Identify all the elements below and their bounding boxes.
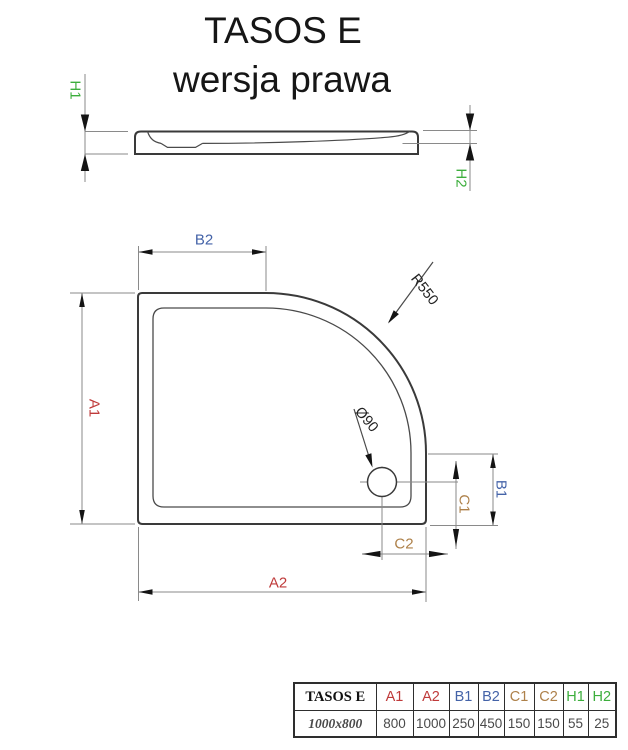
leader-drain-line: [353, 408, 372, 464]
spec-table-value-h2: 25: [587, 710, 617, 738]
spec-table-header-a2: A2: [412, 682, 450, 711]
spec-table-header-c2: C2: [533, 682, 564, 711]
spec-table-value-h1: 55: [562, 710, 589, 738]
spec-table-header-b2: B2: [477, 682, 505, 711]
top-view-outer-outline: [137, 292, 427, 525]
dim-c2-geometry: [362, 550, 448, 558]
dim-a1-arrow-bottom: [79, 510, 85, 524]
spec-table-value-a1: 800: [375, 710, 414, 738]
dim-h2-arrow-bottom: [465, 143, 475, 161]
spec-table-header-b1: B1: [448, 682, 479, 711]
top-view-inner-outline: [152, 307, 412, 508]
dim-c1-arrow-top: [452, 461, 460, 479]
dim-label-b2: B2: [194, 231, 214, 249]
dim-h2-geometry: [402, 105, 477, 191]
dim-c1-geometry: [452, 461, 460, 549]
dim-label-c2: C2: [394, 535, 414, 553]
spec-table-header-row: TASOS E A1 A2 B1 B2 C1 C2 H1 H2: [293, 682, 617, 711]
dim-h2-arrow-top: [465, 113, 475, 131]
dim-c2-arrow-left: [362, 550, 381, 558]
spec-table-header-a1: A1: [375, 682, 414, 711]
dim-label-h1: H1: [66, 80, 84, 100]
dim-a2-arrow-right: [412, 589, 426, 595]
dim-label-h2: H2: [452, 168, 470, 188]
dim-h1-geometry: [80, 74, 128, 182]
spec-table-model-value: 1000x800: [293, 710, 377, 738]
dim-b1-lines: [428, 453, 498, 526]
dim-b1-arrow-top: [490, 454, 496, 468]
drain-circle: [366, 466, 398, 498]
leader-drain-geometry: [353, 408, 373, 468]
dim-h1-arrow-top: [80, 114, 90, 132]
page-subtitle: wersja prawa: [173, 59, 391, 100]
dim-b2-geometry: [138, 246, 267, 291]
spec-table-value-c2: 150: [533, 710, 564, 738]
leader-r550-geometry: [388, 261, 434, 324]
dim-a1-arrow-top: [79, 293, 85, 307]
spec-table-header-c1: C1: [503, 682, 535, 711]
spec-table-value-b1: 250: [448, 710, 479, 738]
spec-table-value-c1: 150: [503, 710, 535, 738]
dim-label-a1: A1: [85, 398, 103, 418]
dim-b1-arrow-bottom: [490, 511, 496, 526]
dim-b1-geometry: [428, 453, 498, 526]
spec-table-header-h2: H2: [587, 682, 617, 711]
leader-drain-arrow: [365, 453, 373, 468]
spec-table-header-h1: H1: [562, 682, 589, 711]
dim-a2-arrow-left: [138, 589, 153, 595]
leader-r550-line: [388, 261, 434, 323]
dim-c1-arrow-bottom: [452, 529, 460, 547]
dim-a2-geometry: [138, 527, 427, 602]
dim-label-c1: C1: [455, 494, 473, 514]
dim-c2-arrow-right: [429, 550, 448, 558]
dim-a2-lines: [138, 527, 427, 602]
dim-label-b1: B1: [492, 479, 510, 499]
dim-a1-lines: [70, 292, 135, 525]
dim-b2-arrow-left: [138, 249, 153, 255]
side-view-profile: [134, 130, 419, 155]
spec-table-value-a2: 1000: [412, 710, 450, 738]
page-title: TASOS E: [204, 10, 362, 51]
dim-a1-geometry: [70, 292, 135, 525]
spec-table-model-header: TASOS E: [293, 682, 377, 711]
top-view-tray: [137, 292, 458, 560]
spec-table-value-row: 1000x800 800 1000 250 450 150 150 55 25: [293, 710, 617, 738]
spec-table: TASOS E A1 A2 B1 B2 C1 C2 H1 H2 1000x800…: [293, 682, 617, 738]
dim-b2-arrow-right: [252, 249, 266, 255]
dim-b2-lines: [138, 246, 267, 291]
dim-h1-arrow-bottom: [80, 154, 90, 171]
leader-r550-arrow: [388, 310, 399, 324]
spec-table-value-b2: 450: [477, 710, 505, 738]
dim-label-a2: A2: [268, 574, 288, 592]
side-view-inner-basin-line: [146, 131, 410, 148]
dim-h1-lines: [84, 74, 128, 182]
